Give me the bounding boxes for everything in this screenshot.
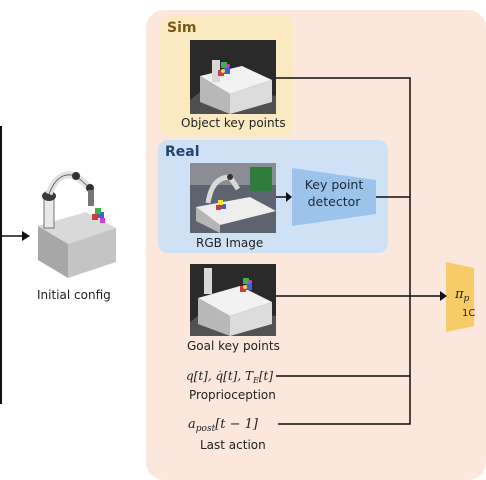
last-action-label: Last action <box>200 438 266 452</box>
svg-text:q[t], q̇[t], TE[t]: q[t], q̇[t], TE[t] <box>186 369 273 385</box>
last-action-math: apost[t − 1] <box>188 417 259 434</box>
initial-config-image <box>38 171 116 278</box>
svg-text:1C: 1C <box>462 308 475 319</box>
proprioception-label: Proprioception <box>189 388 276 402</box>
goal-key-points-image <box>190 264 276 336</box>
sim-title: Sim <box>167 20 197 36</box>
policy-symbol: πp 1C <box>454 287 475 319</box>
key-point-detector-block <box>292 168 376 226</box>
real-title: Real <box>165 144 200 160</box>
left-bracket-line <box>0 126 2 404</box>
proprio-math: q[t], q̇[t], TE[t] <box>186 369 273 385</box>
detector-line-2: detector <box>307 194 361 209</box>
key-point-detector-label: Key point detector <box>292 176 376 210</box>
rgb-image-label: RGB Image <box>196 236 264 250</box>
initial-config-label: Initial config <box>37 288 111 302</box>
detector-line-1: Key point <box>304 177 364 192</box>
arrow-to-initial-config-icon <box>0 231 30 241</box>
goal-key-points-label: Goal key points <box>187 339 280 353</box>
sim-key-points-image <box>190 40 276 114</box>
object-key-points-label: Object key points <box>181 116 286 130</box>
real-rgb-image <box>190 163 276 233</box>
policy-block <box>446 262 474 332</box>
connection-wires <box>276 77 447 425</box>
svg-text:apost[t − 1]: apost[t − 1] <box>188 417 259 434</box>
